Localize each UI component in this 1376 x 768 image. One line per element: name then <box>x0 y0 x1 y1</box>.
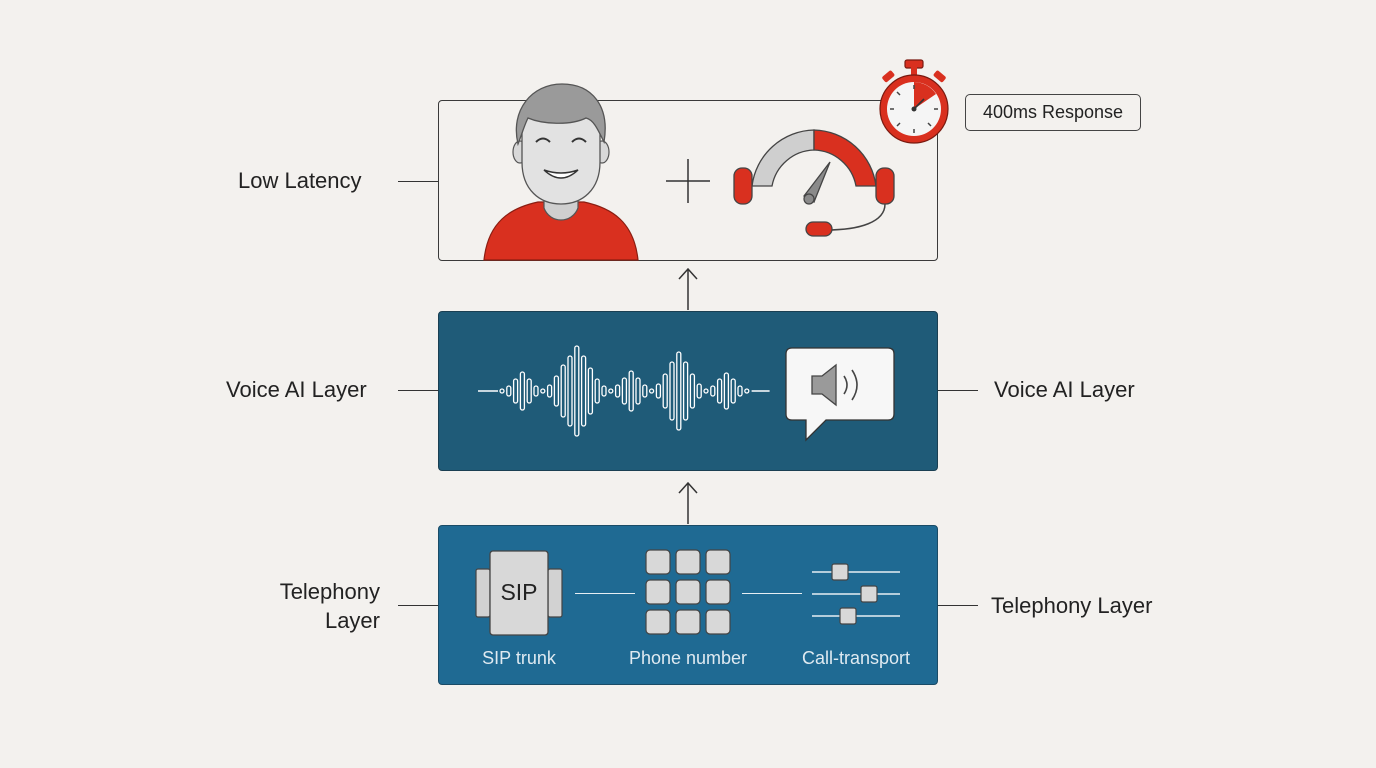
waveform-bar <box>621 377 628 405</box>
waveform-bar <box>696 383 702 399</box>
telephony-label-line1: Telephony <box>279 579 380 604</box>
low-latency-connector <box>398 181 438 182</box>
sip-label: SIP <box>500 579 538 605</box>
waveform-bar <box>567 355 573 427</box>
waveform-bar <box>553 375 560 407</box>
up-arrow-icon <box>678 267 698 310</box>
waveform-bar <box>730 378 736 404</box>
telephony-connector-right <box>938 605 978 606</box>
waveform-bar <box>580 355 587 427</box>
keypad-sliders-connector <box>742 593 802 594</box>
waveform-bar <box>716 378 723 404</box>
waveform-bar <box>744 388 750 394</box>
waveform-bar <box>533 385 539 397</box>
plus-icon <box>666 159 710 203</box>
sip-trunk-caption: SIP trunk <box>482 648 556 668</box>
waveform-bar <box>669 361 675 421</box>
waveform-bar <box>519 371 526 411</box>
headset-speedometer-icon <box>733 129 895 237</box>
response-time-badge: 400ms Response <box>965 94 1141 131</box>
low-latency-label: Low Latency <box>238 168 362 193</box>
waveform-bar <box>676 351 682 431</box>
up-arrow-icon <box>678 481 698 524</box>
waveform-bar <box>655 383 662 399</box>
waveform-bar <box>506 385 512 397</box>
waveform-bar <box>642 384 648 398</box>
waveform-bar <box>662 373 668 409</box>
waveform-bar <box>526 378 532 404</box>
voice-ai-layer-label-right: Voice AI Layer <box>994 377 1135 402</box>
waveform-bar <box>594 378 600 404</box>
waveform-bar <box>540 388 546 394</box>
telephony-layer-label-left: Telephony Layer <box>250 577 380 635</box>
waveform-bar <box>723 372 730 410</box>
waveform-bar <box>628 370 634 412</box>
voice-ai-layer-label-left: Voice AI Layer <box>226 377 367 402</box>
waveform-bar <box>635 377 641 405</box>
waveform-bar <box>574 345 580 437</box>
waveform-bar <box>682 361 689 421</box>
telephony-layer-label-right: Telephony Layer <box>991 593 1153 618</box>
waveform-bar <box>560 364 566 418</box>
waveform-bar <box>689 373 696 409</box>
sip-keypad-connector <box>575 593 635 594</box>
voice-ai-connector-right <box>938 390 978 391</box>
waveform-bar <box>601 385 607 397</box>
voice-ai-connector-left <box>398 390 438 391</box>
waveform-bar <box>499 388 505 394</box>
waveform-bar <box>587 367 594 415</box>
waveform-bar <box>648 388 655 394</box>
keypad-icon <box>645 549 731 635</box>
sliders-icon <box>812 563 900 625</box>
waveform-bar <box>546 384 553 398</box>
waveform-icon <box>478 345 770 437</box>
waveform-bar <box>737 385 743 397</box>
telephony-label-line2: Layer <box>324 608 380 633</box>
phone-number-caption: Phone number <box>628 648 748 668</box>
waveform-bar <box>614 384 621 398</box>
smiling-person-icon <box>483 83 639 261</box>
waveform-bar <box>512 378 519 404</box>
stopwatch-icon <box>879 59 949 144</box>
waveform-bar <box>703 388 709 394</box>
waveform-bar <box>608 388 614 394</box>
waveform-bar <box>710 385 716 397</box>
speaker-speech-bubble-icon <box>785 347 895 442</box>
call-transport-caption: Call-transport <box>801 648 911 668</box>
telephony-connector-left <box>398 605 438 606</box>
sip-trunk-icon <box>475 550 563 636</box>
